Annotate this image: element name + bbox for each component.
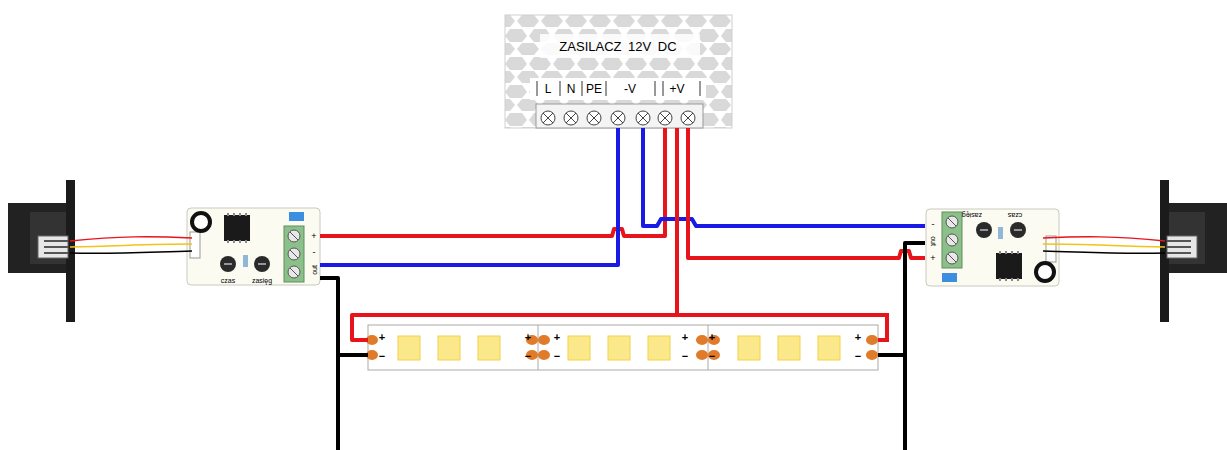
- wire: [320, 128, 618, 265]
- led-strip-label: +: [554, 332, 560, 343]
- wire: [878, 243, 925, 355]
- power-supply-label: ZASILACZ 12V DC: [559, 40, 676, 53]
- wire: [643, 128, 925, 226]
- pir-sensor-module-label: +: [930, 254, 935, 263]
- power-supply-label: N: [567, 83, 576, 95]
- wire: [352, 128, 677, 340]
- pir-sensor-module-label: zasięg: [252, 277, 272, 284]
- pir-sensor-module: zasięg czas - out +: [925, 210, 1060, 285]
- led-strip-label: +: [709, 332, 715, 343]
- led-strip-label: −: [379, 351, 385, 362]
- pir-sensor-module-label: czas: [221, 277, 235, 284]
- pir-sensor-module-label: +: [311, 232, 316, 241]
- led-strip: + − + − + − + − + − + −: [368, 325, 878, 370]
- pir-sensor-module-label: out: [930, 236, 937, 246]
- led-strip-label: −: [682, 351, 688, 362]
- led-strip-label: +: [855, 332, 861, 343]
- pir-sensor-module-label: out: [311, 265, 318, 275]
- power-supply-label: L: [545, 83, 552, 95]
- led-strip-label: −: [855, 351, 861, 362]
- wire: [320, 128, 665, 236]
- led-strip-label: +: [525, 332, 531, 343]
- pir-sensor-module-label: -: [932, 220, 935, 229]
- wire: [688, 128, 925, 258]
- power-supply-label: -V: [624, 83, 636, 95]
- pir-sensor-module-label: -: [313, 248, 316, 257]
- led-strip-label: −: [525, 351, 531, 362]
- wire: [320, 278, 368, 355]
- led-strip-label: +: [379, 332, 385, 343]
- led-strip-label: +: [682, 332, 688, 343]
- pir-sensor-module-label: zasięg: [962, 212, 982, 219]
- led-strip-label: −: [709, 351, 715, 362]
- power-supply-label: PE: [586, 83, 602, 95]
- power-supply-label: +V: [669, 83, 684, 95]
- pir-sensor-module: czas zasięg + - out: [187, 208, 320, 285]
- power-supply: ZASILACZ 12V DC L N PE -V +V: [505, 15, 732, 128]
- led-strip-label: −: [554, 351, 560, 362]
- pir-sensor-module-label: czas: [1008, 212, 1022, 219]
